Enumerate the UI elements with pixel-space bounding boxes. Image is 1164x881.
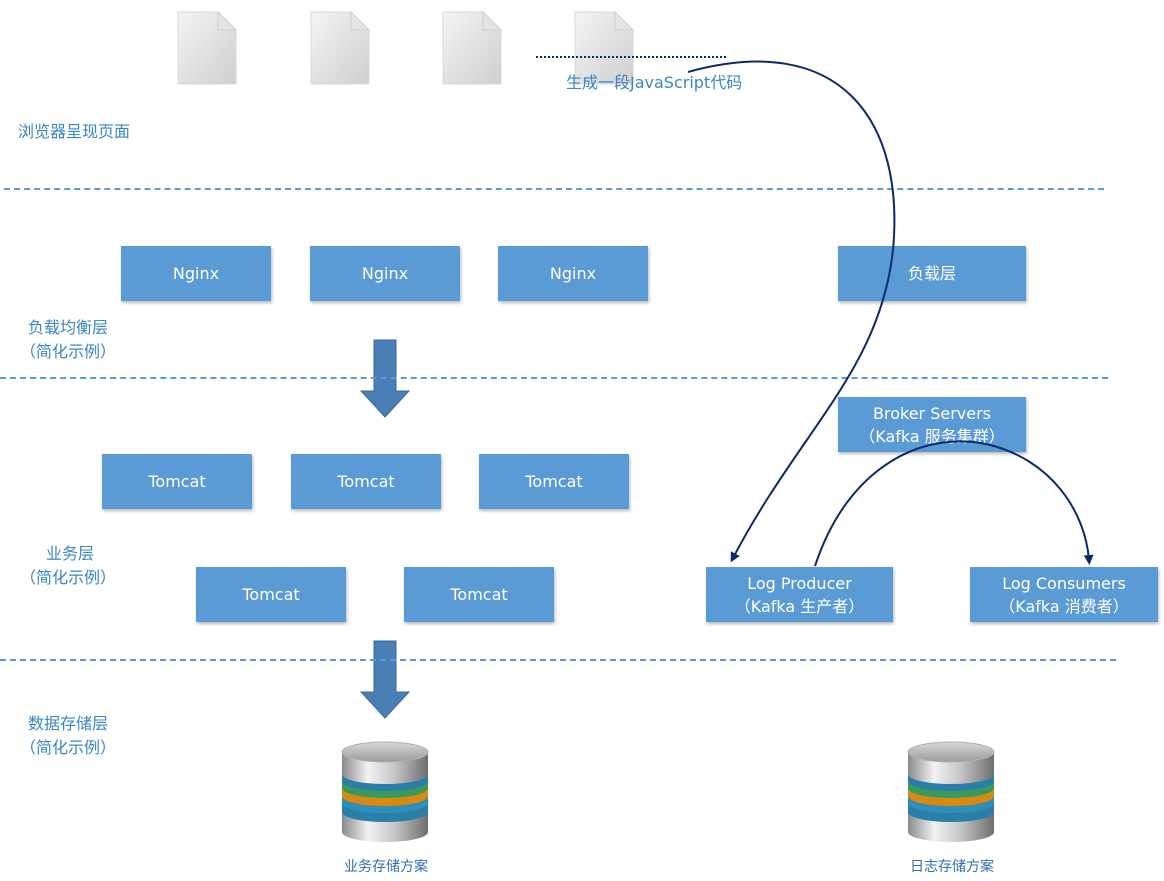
nginx-label: Nginx <box>361 264 409 283</box>
load-layer-label-2: （简化示例） <box>20 342 117 361</box>
browser-layer-label: 浏览器呈现页面 <box>18 122 131 141</box>
producer-line1: Log Producer <box>747 573 852 593</box>
js-caption: 生成一段JavaScript代码 <box>566 73 743 92</box>
broker-servers-box[interactable]: Broker Servers （Kafka 服务集群） <box>838 397 1026 452</box>
log-storage-caption: 日志存储方案 <box>910 859 994 875</box>
load-layer-label-1: 负载均衡层 <box>28 318 109 337</box>
document-icon <box>439 10 503 86</box>
producer-to-consumer-arrow <box>814 440 1094 567</box>
document-icon <box>174 10 238 86</box>
document-icon <box>307 10 371 86</box>
log-consumers-box[interactable]: Log Consumers （Kafka 消费者） <box>970 567 1158 622</box>
producer-line2: （Kafka 生产者） <box>734 596 865 616</box>
tomcat-label: Tomcat <box>450 585 508 604</box>
down-block-arrow <box>359 640 411 724</box>
load-layer-box[interactable]: 负载层 <box>838 246 1026 301</box>
tomcat-box[interactable]: Tomcat <box>404 567 554 622</box>
js-dotted-line <box>536 56 726 58</box>
tomcat-label: Tomcat <box>242 585 300 604</box>
business-layer-label-2: （简化示例） <box>20 568 117 587</box>
storage-layer-label-2: （简化示例） <box>20 738 117 757</box>
load-layer-label: 负载层 <box>907 264 956 283</box>
nginx-box[interactable]: Nginx <box>498 246 648 301</box>
database-icon <box>338 740 432 848</box>
nginx-box[interactable]: Nginx <box>310 246 460 301</box>
layer-divider <box>0 659 1116 661</box>
tomcat-box[interactable]: Tomcat <box>102 454 252 509</box>
database-icon <box>904 740 998 848</box>
storage-layer-label-1: 数据存储层 <box>28 714 109 733</box>
document-icon <box>571 10 635 86</box>
layer-divider <box>4 188 1104 190</box>
nginx-box[interactable]: Nginx <box>121 246 271 301</box>
log-producer-box[interactable]: Log Producer （Kafka 生产者） <box>706 567 893 622</box>
nginx-label: Nginx <box>172 264 220 283</box>
consumer-line2: （Kafka 消费者） <box>999 596 1129 616</box>
tomcat-box[interactable]: Tomcat <box>196 567 346 622</box>
tomcat-label: Tomcat <box>148 472 206 491</box>
tomcat-label: Tomcat <box>525 472 583 491</box>
js-to-producer-arrow <box>687 60 896 563</box>
tomcat-box[interactable]: Tomcat <box>479 454 629 509</box>
layer-divider <box>0 377 1108 379</box>
business-layer-label-1: 业务层 <box>46 544 95 563</box>
broker-line1: Broker Servers <box>873 403 991 423</box>
tomcat-box[interactable]: Tomcat <box>291 454 441 509</box>
nginx-label: Nginx <box>549 264 597 283</box>
tomcat-label: Tomcat <box>337 472 395 491</box>
consumer-line1: Log Consumers <box>1002 573 1126 593</box>
business-storage-caption: 业务存储方案 <box>344 859 428 875</box>
